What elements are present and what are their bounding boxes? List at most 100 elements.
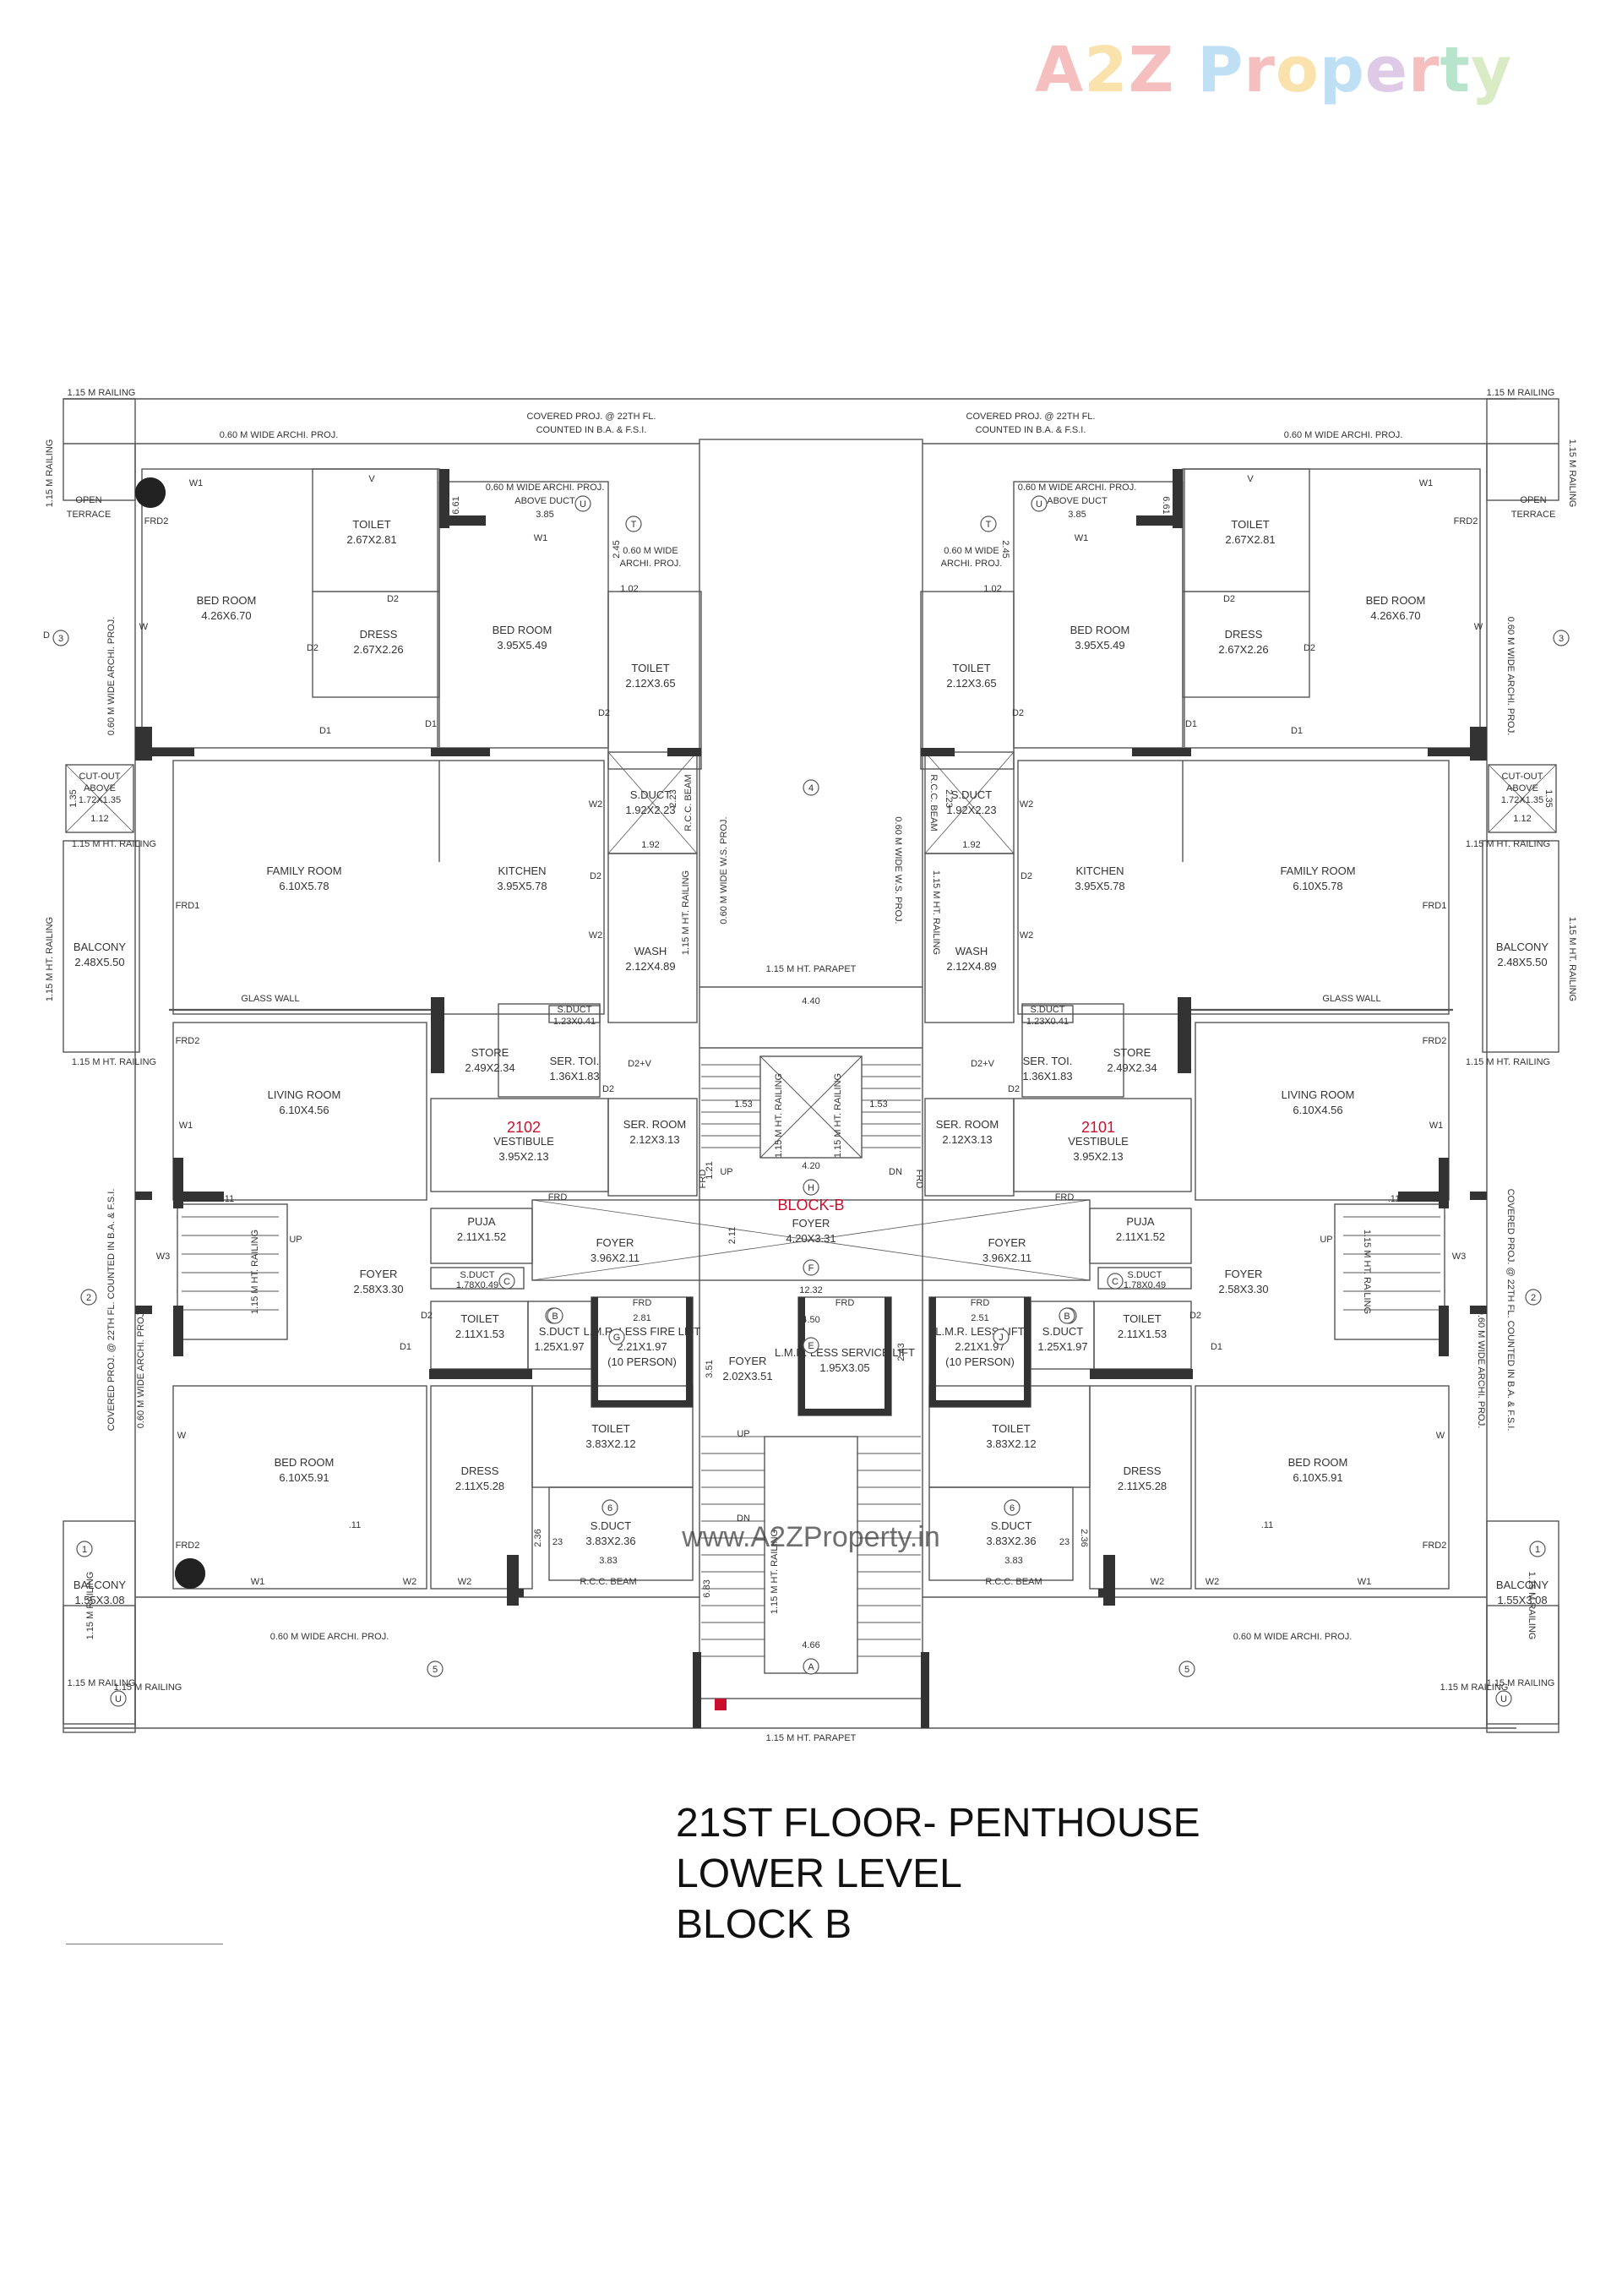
column: [798, 1297, 805, 1415]
plan-label: DN: [889, 1167, 902, 1177]
right-toilet2-room-name: TOILET: [952, 662, 990, 674]
logo-letter: t: [1440, 34, 1471, 106]
right-sduct1-room-name: S.DUCT: [951, 788, 992, 801]
grid-marker-label: 2: [86, 1293, 91, 1303]
plan-label: TERRACE: [67, 510, 112, 520]
left-toilet4-room-size: 3.83X2.12: [585, 1437, 635, 1450]
plan-label: ARCHI. PROJ.: [620, 559, 682, 569]
column: [1024, 1297, 1031, 1407]
plan-label: W2: [458, 1577, 472, 1587]
caption-line-1: 21ST FLOOR- PENTHOUSE: [676, 1801, 1200, 1846]
right-sduct_b-room-size: 3.83X2.36: [986, 1535, 1036, 1547]
plan-label: D2: [590, 871, 601, 881]
plan-label: 6.61: [1161, 496, 1171, 514]
plan-label: 6.61: [451, 496, 461, 514]
plan-label: D2+V: [628, 1059, 651, 1069]
left-sduct_b-room-name: S.DUCT: [591, 1519, 631, 1532]
plan-label: D2: [1304, 643, 1315, 653]
plan-label: W: [1474, 622, 1483, 632]
plan-label: 0.60 M WIDE W.S. PROJ.: [893, 816, 903, 924]
side-stair: [177, 1203, 288, 1340]
left-sertoi-room-name: SER. TOI.: [550, 1055, 600, 1067]
right-serroom-room-size: 2.12X3.13: [942, 1133, 992, 1146]
right-foyer_l-room-name: FOYER: [1225, 1268, 1263, 1280]
plan-label: ABOVE DUCT: [1047, 496, 1108, 506]
column: [135, 748, 194, 756]
column: [921, 1652, 929, 1728]
plan-label: 0.60 M WIDE: [944, 546, 999, 556]
left-toilet3-room-name: TOILET: [460, 1312, 498, 1325]
plan-label: D2: [1189, 1311, 1201, 1321]
grid-marker-label: 6: [607, 1503, 612, 1513]
plan-label: W: [177, 1431, 187, 1441]
right-vestibule-room-name: VESTIBULE: [1068, 1135, 1129, 1148]
side-marker-d: D: [43, 630, 50, 641]
bed-room-1: [141, 468, 438, 749]
bed-room-1: [1184, 468, 1481, 749]
plan-label: 1.02: [983, 584, 1001, 594]
grid-marker-label: 5: [1184, 1665, 1189, 1675]
left-store-room-name: STORE: [471, 1046, 509, 1059]
plan-label: 1.23X0.41: [1026, 1017, 1069, 1027]
living-room: [1195, 1022, 1450, 1201]
plan-label: W2: [589, 930, 603, 941]
column: [431, 997, 444, 1073]
left-toilet2-room-size: 2.12X3.65: [625, 677, 675, 690]
column: [1470, 1306, 1487, 1314]
plan-label: 1.15 M HT. RAILING: [1362, 1230, 1372, 1314]
plan-label: 2.43: [896, 1343, 906, 1361]
plan-label: 1.72X1.35: [79, 795, 121, 805]
a2z-property-logo: A2Z Property: [1035, 34, 1512, 106]
grid-marker-label: B: [1064, 1312, 1070, 1322]
column: [135, 1306, 152, 1314]
plan-label: ABOVE: [84, 783, 116, 794]
plan-label: D2: [387, 594, 399, 604]
bed-room-3: [172, 1385, 427, 1590]
column: [667, 748, 701, 756]
plan-label: R.C.C. BEAM: [683, 774, 694, 831]
right-balcony2-room-size: 1.55X3.08: [1497, 1594, 1547, 1606]
plan-label: FRD2: [176, 1541, 200, 1551]
plan-label: 3.85: [536, 510, 553, 520]
grid-marker-label: 2: [1531, 1293, 1536, 1303]
plan-label: D1: [1185, 719, 1197, 729]
store-room: [498, 1003, 601, 1098]
right-bed1-room-name: BED ROOM: [1366, 594, 1426, 607]
right-family-room-size: 6.10X5.78: [1293, 880, 1342, 892]
grid-marker-label: A: [808, 1662, 814, 1672]
left-dress3-room-size: 2.11X5.28: [455, 1480, 504, 1492]
left-sduct_b-room-size: 3.83X2.36: [585, 1535, 635, 1547]
grid-marker-label: G: [613, 1333, 621, 1343]
fire-lift-room-size: 2.21X1.97: [617, 1340, 667, 1353]
grid-marker: [1059, 1307, 1075, 1324]
grid-marker: [1529, 1541, 1546, 1557]
grid-marker-label: C: [503, 1277, 510, 1287]
grid-marker: [803, 779, 819, 796]
plan-label: 23: [552, 1537, 563, 1547]
column: [439, 515, 486, 526]
logo-letter: o: [1275, 34, 1320, 106]
right-toilet1-room-name: TOILET: [1231, 518, 1269, 531]
grid-marker: [803, 1259, 819, 1276]
left-toilet1-room-name: TOILET: [352, 518, 390, 531]
right-balcony1-room-name: BALCONY: [1496, 941, 1549, 953]
plan-label: 1.21: [705, 1161, 715, 1179]
plan-label: 2.23: [668, 789, 678, 807]
left-dress3-room-name: DRESS: [461, 1464, 499, 1477]
plan-label: 1.92: [641, 840, 659, 850]
fire-lift-room-note: (10 PERSON): [607, 1355, 677, 1368]
plan-label: FRD: [633, 1298, 652, 1308]
left-serroom-room-name: SER. ROOM: [623, 1118, 686, 1131]
balcony-2-box: [63, 1605, 136, 1725]
small-duct: [548, 1005, 601, 1023]
right-unit-number: 2101: [1081, 1119, 1115, 1136]
right-sertoi-room-size: 1.36X1.83: [1022, 1070, 1072, 1083]
left-dress1-room-size: 2.67X2.26: [353, 643, 403, 656]
left-foyer_l-room-name: FOYER: [360, 1268, 398, 1280]
plan-label: 1.92: [962, 840, 980, 850]
plan-label: 0.60 M WIDE ARCHI. PROJ.: [270, 1632, 389, 1642]
plan-label: 1.53: [869, 1099, 887, 1110]
terrace-railing-box: [1486, 398, 1559, 501]
plan-label: FRD2: [176, 1036, 200, 1046]
left-family-room-name: FAMILY ROOM: [266, 864, 341, 877]
